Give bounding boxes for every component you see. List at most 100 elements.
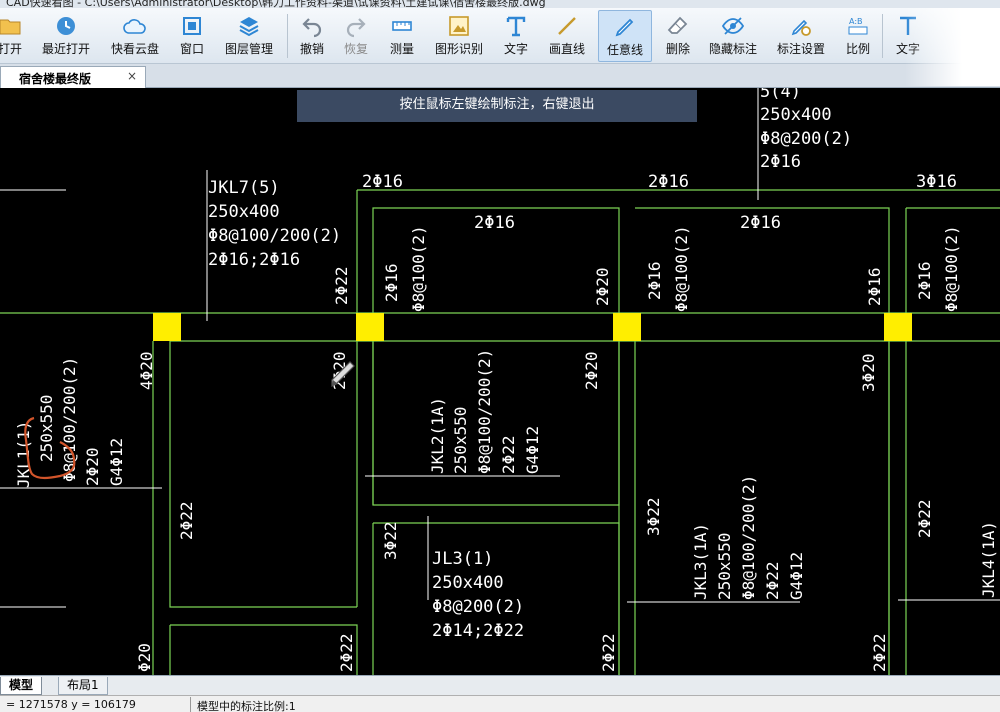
- layers-icon: [239, 17, 259, 37]
- shape-recognition-button[interactable]: 图形识别: [430, 10, 488, 62]
- document-tab-label: 宿舍楼最终版: [19, 72, 92, 86]
- beam-label: 250x400: [760, 105, 832, 125]
- beam-label: 2Φ16: [474, 213, 515, 233]
- beam-label: 2Φ16: [362, 172, 403, 192]
- vertical-label: 3Φ22: [381, 521, 400, 560]
- vertical-label: 3Φ22: [644, 497, 663, 536]
- vertical-label: JKL2(1A): [428, 397, 447, 474]
- measure-icon: [392, 21, 412, 31]
- vertical-label: 2Φ22: [870, 633, 889, 672]
- beam-label: 2Φ14;2Φ22: [432, 621, 524, 641]
- beam-label: 2Φ16: [760, 152, 801, 172]
- recent-open-button[interactable]: 最近打开: [38, 10, 94, 62]
- tab-model[interactable]: 模型: [0, 677, 43, 695]
- drawing-canvas[interactable]: JKL7(5) 250x400 Φ8@100/200(2) 2Φ16;2Φ16 …: [0, 88, 1000, 675]
- window-button[interactable]: 窗口: [174, 10, 210, 62]
- hide-annotation-button[interactable]: 隐藏标注: [704, 10, 762, 62]
- vertical-label: JKL1(1): [14, 421, 33, 488]
- clock-icon: [57, 17, 75, 35]
- status-bar: = 1271578 y = 106179 模型中的标注比例:1: [0, 695, 1000, 712]
- vertical-beam-labels: 2Φ22 2Φ16 Φ8@100(2) 2Φ20 2Φ16 Φ8@100(2) …: [14, 225, 998, 672]
- layer-manager-button[interactable]: 图层管理: [220, 10, 278, 62]
- vertical-label: 2Φ22: [332, 266, 351, 305]
- beam-label: 2Φ16: [648, 172, 689, 192]
- columns: [153, 313, 912, 341]
- cloud-drive-button[interactable]: 快看云盘: [106, 10, 164, 62]
- undo-icon: [302, 18, 322, 38]
- document-tab-bar: 宿舍楼最终版 ×: [0, 64, 1000, 88]
- vertical-label: G4Φ12: [107, 438, 126, 486]
- vertical-label: 2Φ16: [382, 263, 401, 302]
- vertical-label: 250x550: [715, 533, 734, 600]
- draw-line-button[interactable]: 画直线: [544, 10, 590, 62]
- close-tab-icon[interactable]: ×: [127, 69, 138, 83]
- redo-button[interactable]: 恢复: [338, 10, 374, 62]
- column: [153, 313, 181, 341]
- column: [613, 313, 641, 341]
- toolbar-separator: [287, 14, 288, 58]
- vertical-label: Φ8@100/200(2): [475, 349, 494, 474]
- tab-layout1[interactable]: 布局1: [58, 677, 108, 695]
- vertical-label: 2Φ20: [582, 351, 601, 390]
- status-divider: [190, 697, 191, 712]
- pen-cursor-icon: [331, 361, 355, 387]
- vertical-label: 250x550: [451, 407, 470, 474]
- text-button[interactable]: 文字: [498, 10, 534, 62]
- vertical-label: 2Φ16: [865, 267, 884, 306]
- toolbar-overflow-fade: [905, 8, 1000, 86]
- annotation-settings-icon: [791, 19, 811, 36]
- vertical-label: 2Φ16: [915, 261, 934, 300]
- vertical-label: Φ8@100(2): [409, 225, 428, 312]
- vertical-label: Φ8@100/200(2): [739, 475, 758, 600]
- vertical-label: 2Φ16: [645, 261, 664, 300]
- vertical-label: JKL4(1A): [979, 521, 998, 598]
- vertical-label: G4Φ12: [787, 552, 806, 600]
- svg-text:A:B: A:B: [849, 17, 863, 26]
- vertical-label: 3Φ20: [859, 353, 878, 392]
- shape-recognize-icon: [449, 16, 469, 36]
- vertical-label: 2Φ22: [599, 633, 618, 672]
- toolbar-separator: [882, 14, 883, 58]
- text-icon: [506, 16, 526, 37]
- delete-button[interactable]: 删除: [660, 10, 696, 62]
- undo-button[interactable]: 撤销: [294, 10, 330, 62]
- annotation-scale-status: 模型中的标注比例:1: [197, 700, 296, 712]
- beam-label: 250x400: [208, 202, 280, 222]
- eye-hide-icon: [721, 17, 745, 35]
- annotation-settings-button[interactable]: 标注设置: [772, 10, 830, 62]
- scale-icon: A:B: [848, 17, 868, 35]
- pen-icon: [615, 18, 634, 37]
- scale-button[interactable]: A:B 比例: [840, 10, 876, 62]
- beam-labels: JKL7(5) 250x400 Φ8@100/200(2) 2Φ16;2Φ16 …: [208, 88, 957, 641]
- vertical-label: JKL3(1A): [691, 523, 710, 600]
- beam-label: 250x400: [432, 573, 504, 593]
- beam-label: 2Φ16;2Φ16: [208, 250, 300, 270]
- beam-label: Φ8@200(2): [432, 597, 524, 617]
- measure-button[interactable]: 测量: [384, 10, 420, 62]
- vertical-label: Φ8@100(2): [672, 225, 691, 312]
- redo-icon: [346, 18, 366, 38]
- beam-label: Φ8@100/200(2): [208, 226, 341, 246]
- drawing-hint-banner: 按住鼠标左键绘制标注，右键退出: [297, 90, 697, 122]
- vertical-label: 2Φ22: [763, 561, 782, 600]
- beam-label: JL3(1): [432, 549, 493, 569]
- vertical-label: G4Φ12: [523, 426, 542, 474]
- beam-label: JKL7(5): [208, 178, 280, 198]
- folder-icon: [0, 19, 21, 35]
- freehand-markup: [24, 416, 76, 480]
- vertical-label: 250x550: [37, 395, 56, 462]
- window-title: CAD快速看图 - C:\Users\Administrator\Desktop…: [6, 0, 546, 8]
- document-tab[interactable]: 宿舍楼最终版 ×: [0, 66, 146, 88]
- beam-label: 2Φ16: [740, 213, 781, 233]
- beam-label: 3Φ16: [916, 172, 957, 192]
- vertical-label: 2Φ22: [915, 499, 934, 538]
- column: [884, 313, 912, 341]
- leader-lines: [0, 88, 1000, 608]
- eraser-icon: [667, 16, 688, 34]
- vertical-label: 2Φ20: [83, 447, 102, 486]
- freehand-line-button[interactable]: 任意线: [598, 10, 652, 62]
- vertical-label: 4Φ20: [137, 351, 156, 390]
- cloud-icon: [123, 19, 146, 34]
- open-button[interactable]: 打开: [0, 10, 26, 62]
